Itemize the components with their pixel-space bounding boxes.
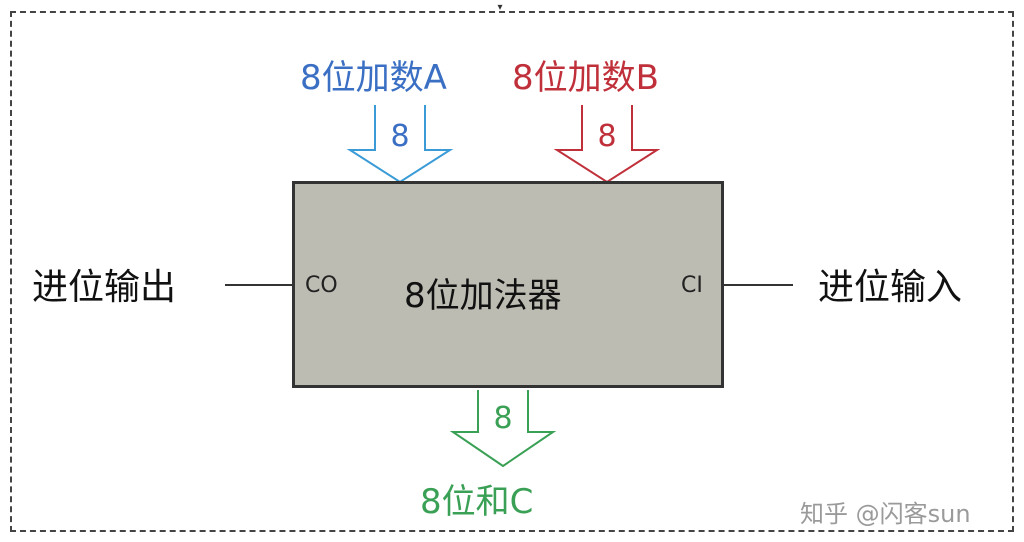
carry-out-port: CO bbox=[305, 273, 338, 298]
input-a-label: 8位加数A bbox=[300, 58, 447, 98]
watermark: 知乎 @闪客sun bbox=[800, 500, 971, 528]
adder-name: 8位加法器 bbox=[404, 276, 562, 316]
output-sum-bus-width: 8 bbox=[493, 401, 512, 436]
input-b-bus-width: 8 bbox=[597, 119, 616, 154]
carry-out-label: 进位输出 bbox=[32, 267, 177, 308]
carry-out-wire bbox=[225, 284, 293, 286]
input-b-label: 8位加数B bbox=[512, 58, 659, 98]
frame-top-marker: ▾ bbox=[497, 2, 503, 13]
input-a-bus-width: 8 bbox=[390, 119, 409, 154]
input-a-bus-arrow: 8 bbox=[346, 105, 454, 184]
adder-block bbox=[292, 181, 724, 388]
carry-in-label: 进位输入 bbox=[818, 267, 963, 308]
output-sum-label: 8位和C bbox=[420, 482, 534, 522]
diagram-frame bbox=[10, 11, 1014, 532]
input-b-bus-arrow: 8 bbox=[553, 105, 661, 184]
carry-in-port: CI bbox=[681, 273, 703, 298]
output-sum-bus-arrow: 8 bbox=[449, 390, 557, 468]
carry-in-wire bbox=[723, 284, 793, 286]
